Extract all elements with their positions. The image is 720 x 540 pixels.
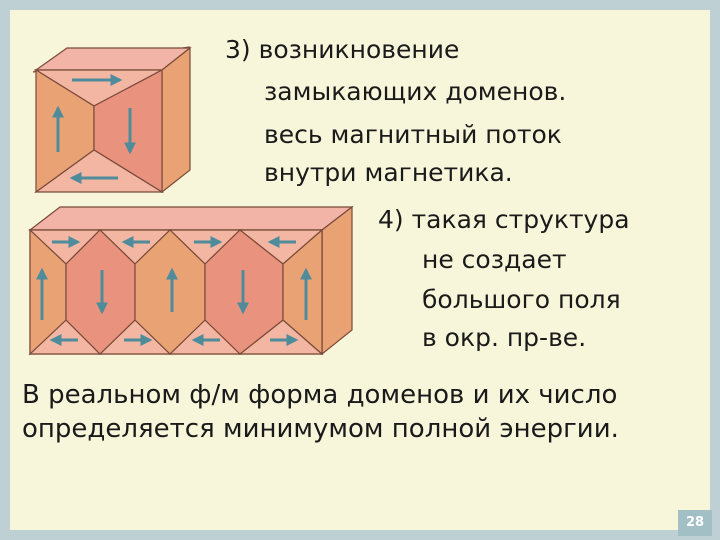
caption-4-line-2: не создает — [422, 245, 567, 274]
caption-4-line-1: 4) такая структура — [378, 205, 630, 234]
caption-3-line-3: весь магнитный поток — [264, 120, 562, 149]
caption-4-line-4: в окр. пр-ве. — [422, 323, 587, 352]
conclusion-paragraph: В реальном ф/м форма доменов и их число … — [22, 380, 619, 444]
caption-3-line-2: замыкающих доменов. — [264, 77, 567, 106]
bar-magnetization-arrows — [36, 236, 312, 346]
page-number-badge: 28 — [678, 510, 712, 536]
bar-domain-up-3 — [282, 228, 323, 356]
cube-right-face — [161, 46, 191, 194]
bar-right-face — [321, 205, 353, 356]
cube-magnetization-arrows — [52, 74, 136, 184]
closure-domain-cube — [32, 46, 192, 194]
domain-bar — [28, 205, 354, 356]
caption-4-line-3: большого поля — [422, 285, 621, 314]
bar-top-face — [28, 206, 354, 231]
caption-3-line-1: 3) возникновение — [225, 35, 460, 64]
cube-domain-bottom — [34, 149, 165, 193]
caption-3-line-4: внутри магнетика. — [264, 158, 513, 187]
